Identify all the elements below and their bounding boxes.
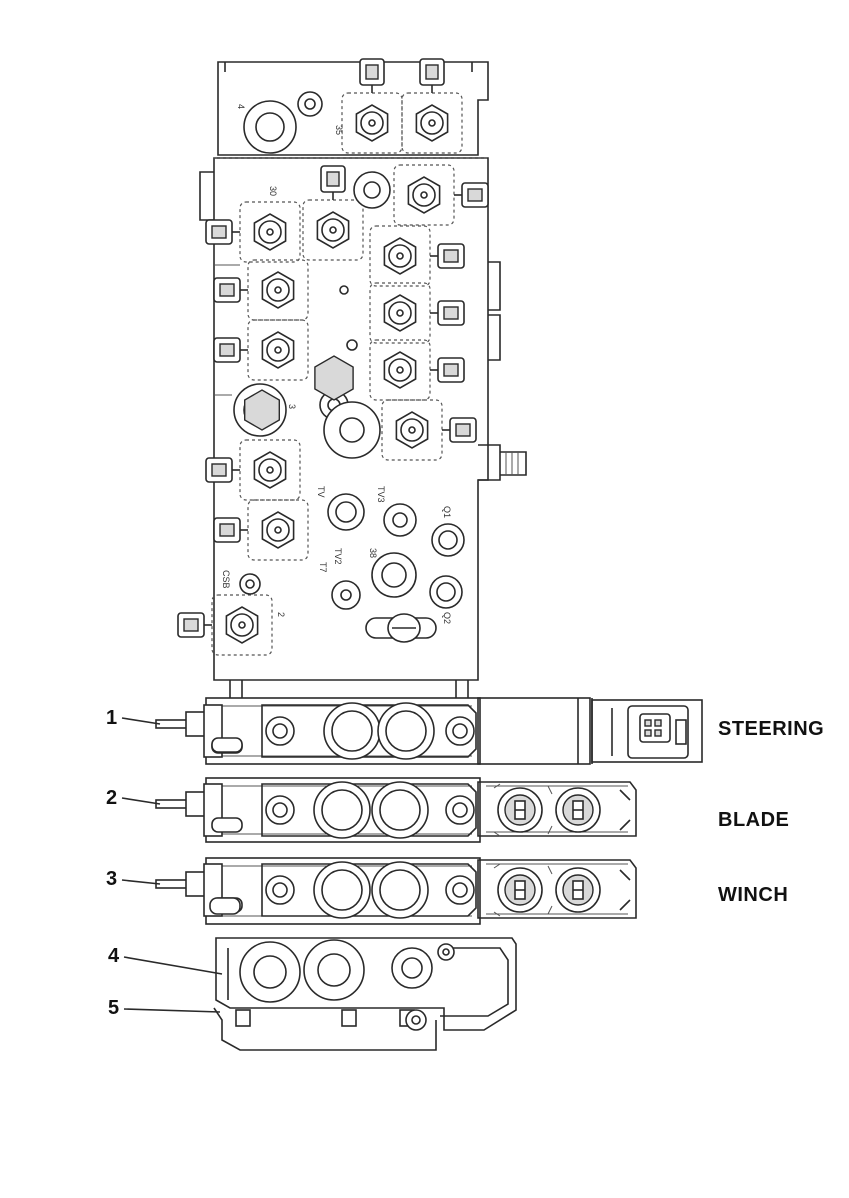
relief-valve — [555, 867, 601, 913]
section-stack — [229, 680, 469, 698]
steering-stub — [211, 737, 243, 753]
solenoid-valve — [213, 259, 309, 321]
knurled-plug — [243, 389, 280, 431]
callout-leader-2 — [121, 797, 161, 805]
solenoid-valve — [401, 58, 463, 154]
port-plug — [353, 171, 391, 209]
section-details — [155, 702, 601, 1031]
relief-valve — [555, 787, 601, 833]
port-label: 35 — [334, 125, 344, 135]
section-port — [265, 795, 295, 825]
port-plug — [297, 91, 323, 117]
solenoid-valve — [369, 225, 465, 287]
solenoid-valve — [205, 201, 301, 263]
port-plug — [429, 575, 463, 609]
port-plug — [383, 503, 417, 537]
port-plug — [331, 580, 361, 610]
section-labels: STEERING BLADE WINCH — [718, 718, 824, 906]
port-label: CSB — [221, 570, 231, 589]
callout-number-3: 3 — [106, 868, 117, 890]
port-label: Q1 — [442, 506, 452, 518]
port-label: Q2 — [442, 612, 452, 624]
port-plug — [371, 552, 417, 598]
callout-leader-3 — [121, 879, 161, 885]
section-label-steering: STEERING — [718, 718, 824, 740]
port-label: 2 — [276, 612, 286, 617]
port-label: 38 — [368, 548, 378, 558]
callout-number-1: 1 — [106, 707, 117, 729]
steering-valve-section — [205, 697, 703, 765]
section-port — [445, 716, 475, 746]
port-label: 30 — [268, 186, 278, 196]
section-port — [445, 875, 475, 905]
port-label: 4 — [236, 104, 246, 109]
port-plug — [431, 523, 465, 557]
inlet-port — [391, 947, 433, 989]
section-detail-winch — [155, 861, 477, 919]
port-group — [233, 91, 465, 610]
section-label-blade: BLADE — [718, 809, 789, 831]
section-detail-steering — [155, 702, 477, 760]
port-plug — [323, 401, 381, 459]
callout-number-5: 5 — [108, 997, 119, 1019]
solenoid-valve — [205, 439, 301, 501]
port-label: 3 — [287, 404, 297, 409]
callout-leader-5 — [123, 1008, 221, 1013]
section-port — [445, 795, 475, 825]
callout-leader-1 — [121, 717, 161, 725]
inlet-port — [405, 1009, 427, 1031]
inlet-port — [239, 941, 301, 1003]
winch-stub — [209, 897, 241, 915]
port-label: TV3 — [376, 486, 386, 503]
solenoid-valve — [302, 165, 364, 261]
port-plug — [346, 339, 358, 351]
relief-valve — [497, 787, 543, 833]
solenoid-valve — [213, 499, 309, 561]
solenoid-valve — [369, 339, 465, 401]
callout-number-4: 4 — [108, 945, 120, 967]
port-plug — [327, 493, 365, 531]
inlet-port — [303, 939, 365, 1001]
relief-valve — [497, 867, 543, 913]
solenoid-valve-group — [177, 58, 489, 656]
section-detail-blade — [155, 781, 477, 839]
port-label: T7 — [318, 562, 328, 573]
inlet-end-section — [213, 937, 517, 1051]
slotted-plug — [365, 613, 437, 643]
solenoid-valve — [341, 58, 403, 154]
callout-group: 1 2 3 4 5 — [106, 707, 223, 1019]
solenoid-valve — [213, 319, 309, 381]
port-plug — [243, 100, 297, 154]
callout-leader-4 — [123, 956, 223, 975]
section-port — [265, 716, 295, 746]
port-labels: 4 35 30 3 TV TV3 T7 TV2 38 Q1 Q2 CSB 2 — [221, 104, 452, 624]
solenoid-valve — [393, 164, 489, 226]
port-plug — [239, 573, 261, 595]
section-label-winch: WINCH — [718, 884, 788, 906]
section-port — [265, 875, 295, 905]
solenoid-valve — [177, 594, 273, 656]
solenoid-valve — [369, 282, 465, 344]
inlet-port — [437, 943, 455, 961]
solenoid-valve — [381, 399, 477, 461]
port-plug — [339, 285, 349, 295]
knurled-plug — [314, 355, 354, 401]
port-label: TV2 — [333, 548, 343, 565]
port-label: TV — [316, 486, 326, 498]
callout-number-2: 2 — [106, 787, 117, 809]
